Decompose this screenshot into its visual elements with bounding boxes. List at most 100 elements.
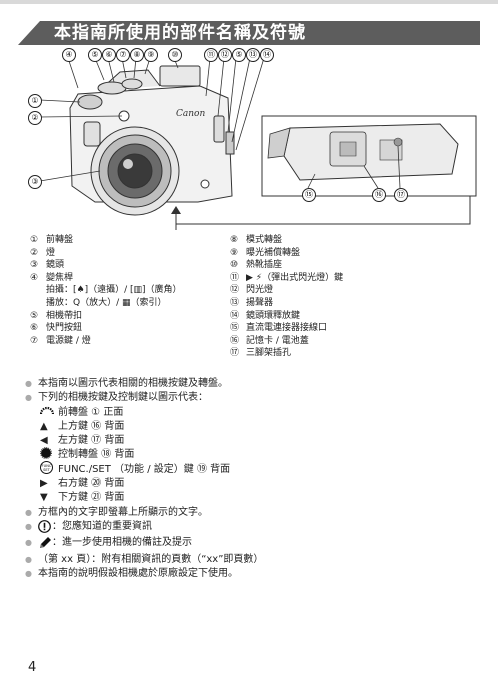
key-text: 上方鍵 ⑯ 背面 xyxy=(58,420,125,432)
legend-text: 變焦桿 xyxy=(46,272,74,283)
callout-5: ⑤ xyxy=(88,48,102,62)
up-arrow-icon: ▲ xyxy=(40,420,48,432)
legend-num: ⑩ xyxy=(230,260,239,271)
callout-13: ⑬ xyxy=(246,48,260,62)
key-text: 右方鍵 ⑳ 背面 xyxy=(58,478,125,490)
down-arrow-icon: ▼ xyxy=(40,492,48,504)
key-text: 下方鍵 ㉑ 背面 xyxy=(58,492,125,504)
legend-item: ⑬ 揚聲器 xyxy=(230,297,490,310)
legend-item: ⑮ 直流電連接器接線口 xyxy=(230,322,490,335)
bullet-dot: ● xyxy=(25,507,32,517)
key-text: 控制轉盤 ⑱ 背面 xyxy=(58,449,135,461)
callout-1: ① xyxy=(28,94,42,108)
note-item: ●（第 xx 頁）：附有相關資訊的頁數（“xx”即頁數） xyxy=(22,553,482,567)
legend-text: 快門按鈕 xyxy=(46,323,83,334)
legend-text: 鏡頭 xyxy=(46,260,65,271)
legend-text: 模式轉盤 xyxy=(246,235,283,245)
note-item: ● 方框內的文字即螢幕上所顯示的文字。 xyxy=(22,506,482,520)
svg-text:FUNC: FUNC xyxy=(42,464,52,468)
callout-3: ③ xyxy=(28,175,42,189)
note-text: ：進一步使用相機的備註及提示 xyxy=(52,537,192,549)
pencil-icon xyxy=(38,536,52,552)
legend-text: 鏡頭環釋放鍵 xyxy=(246,310,301,321)
camera-front-view xyxy=(69,65,235,216)
bullet-dot: ● xyxy=(25,538,32,548)
legend-text: 閃光燈 xyxy=(246,285,274,296)
callout-9: ⑨ xyxy=(144,48,158,62)
legend-num: ⑦ xyxy=(30,335,39,346)
callout-4: ④ xyxy=(62,48,76,62)
legend-num: ⑯ xyxy=(230,335,240,346)
bullet-dot: ● xyxy=(25,521,32,531)
brand-logo: Canon xyxy=(176,109,205,119)
note-item: ● ：進一步使用相機的備註及提示 xyxy=(22,536,482,552)
right-arrow-icon: ▶ xyxy=(40,478,48,490)
note-item: ●下列的相機按鍵及控制鍵以圖示代表： xyxy=(22,391,482,405)
camera-bottom-view xyxy=(261,115,477,197)
svg-text:SET: SET xyxy=(43,468,51,472)
legend-num: ⑤ xyxy=(30,310,39,321)
bracket-line xyxy=(175,196,471,225)
legend-text: 相機帶扣 xyxy=(46,310,83,321)
legend-num: ⑮ xyxy=(230,323,240,334)
note-text: 本指南的說明假設相機處於原廠設定下使用。 xyxy=(38,567,238,579)
key-row-front-dial: 前轉盤 ① 正面 xyxy=(22,406,482,420)
bullet-dot: ● xyxy=(25,393,32,403)
legend-item: ⑫ 閃光燈 xyxy=(230,284,490,297)
control-dial-icon xyxy=(40,447,58,464)
legend-item: ⑩ 熱靴插座 xyxy=(230,259,490,272)
note-text: 方框內的文字即螢幕上所顯示的文字。 xyxy=(38,506,208,518)
note-item: ●本指南的說明假設相機處於原廠設定下使用。 xyxy=(22,567,482,581)
legend-item: ⑧ 模式轉盤 xyxy=(230,234,490,247)
note-text: 本指南以圖示代表相關的相機按鍵及轉盤。 xyxy=(38,378,228,389)
legend-num: ⑰ xyxy=(230,348,240,359)
legend-num: ⑫ xyxy=(230,285,240,296)
legend-item: ④ 變焦桿 xyxy=(30,272,240,285)
callout-11: ⑪ xyxy=(204,48,218,62)
legend-text: 揚聲器 xyxy=(246,297,274,308)
legend-text: ▶ ⚡（彈出式閃光燈）鍵 xyxy=(246,272,344,283)
callout-12: ⑫ xyxy=(218,48,232,62)
legend-text: 直流電連接器接線口 xyxy=(246,323,328,334)
leader-lines xyxy=(39,57,265,182)
callout-7: ⑦ xyxy=(116,48,130,62)
camera-figure: Canon xyxy=(0,46,498,230)
legend-num: ② xyxy=(30,247,39,258)
key-row-control-dial: 控制轉盤 ⑱ 背面 xyxy=(22,447,482,464)
legend-item: ⑤ 相機帶扣 xyxy=(30,310,240,323)
legend-num: ⑬ xyxy=(230,297,240,308)
left-arrow-icon: ◀ xyxy=(40,435,48,447)
legend-num: ④ xyxy=(30,272,39,283)
key-row-down: ▼ 下方鍵 ㉑ 背面 xyxy=(22,491,482,505)
legend-text: 前轉盤 xyxy=(46,235,74,245)
legend-text: 燈 xyxy=(46,247,56,258)
notes-section: ●本指南以圖示代表相關的相機按鍵及轉盤。 ●下列的相機按鍵及控制鍵以圖示代表： … xyxy=(22,377,482,581)
key-text: FUNC./SET （功能 / 設定）鍵 ⑲ 背面 xyxy=(58,463,231,475)
legend-num: ⑧ xyxy=(230,235,239,245)
legend-num: ① xyxy=(30,235,39,245)
callout-15: ⑮ xyxy=(302,188,316,202)
callout-2: ② xyxy=(28,111,42,125)
bullet-dot: ● xyxy=(25,379,32,388)
legend-num: ③ xyxy=(30,260,39,271)
legend-text: 記憶卡 / 電池蓋 xyxy=(246,335,309,346)
legend-subitem: 播放：Q（放大）/ ▦（索引） xyxy=(46,297,167,308)
key-row-up: ▲ 上方鍵 ⑯ 背面 xyxy=(22,420,482,434)
arrow-up-icon xyxy=(171,206,181,214)
legend-text: 熱靴插座 xyxy=(246,260,283,271)
legend-item: ⑭ 鏡頭環釋放鍵 xyxy=(230,310,490,323)
legend-num: ⑭ xyxy=(230,310,240,321)
bullet-dot: ● xyxy=(25,554,32,564)
callout-10: ⑩ xyxy=(168,48,182,62)
section-banner: 本指南所使用的部件名稱及符號 xyxy=(18,21,480,45)
page-title: 本指南所使用的部件名稱及符號 xyxy=(54,23,306,43)
legend-subitem: 拍攝：[♠]（遠攝）/ [▥]（廣角） xyxy=(46,285,182,296)
callout-8: ⑧ xyxy=(130,48,144,62)
callout-17: ⑰ xyxy=(394,188,408,202)
